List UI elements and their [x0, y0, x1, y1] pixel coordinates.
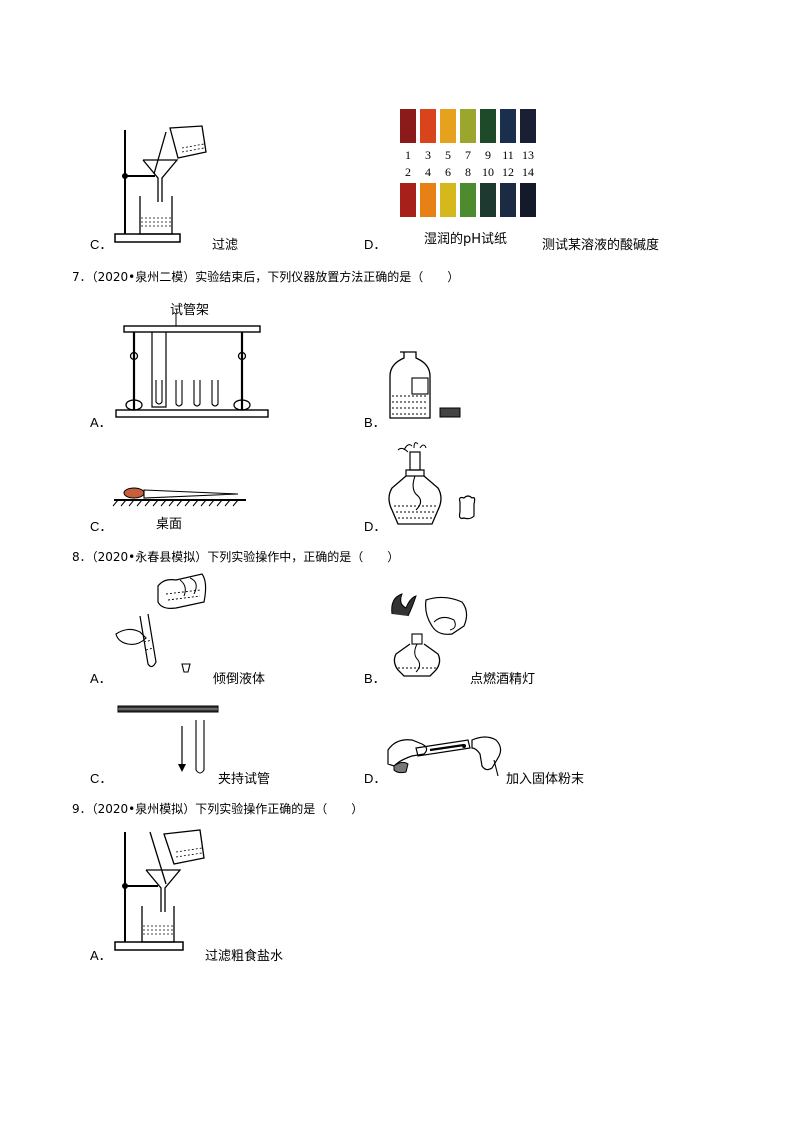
ph-number: 6: [445, 165, 451, 179]
caption-pour-liquid: 倾倒液体: [213, 672, 266, 687]
ph-number: 2: [405, 165, 411, 179]
ph-swatch-13: [520, 109, 536, 143]
option-label-a: A．: [90, 948, 112, 963]
ph-number: 11: [502, 148, 514, 162]
ph-swatch-7: [460, 109, 476, 143]
ph-number: 10: [482, 165, 494, 179]
lighting-alcohol-lamp-image: [391, 593, 468, 677]
caption-filtration: 过滤: [212, 238, 239, 253]
option-label-d: D．: [364, 519, 387, 534]
question-7-stem: 7．（2020•泉州二模）实验结束后，下列仪器放置方法正确的是（ ）: [72, 270, 460, 284]
option-label-b: B．: [364, 415, 386, 430]
caption-light-lamp: 点燃酒精灯: [470, 672, 536, 687]
ph-swatch-1: [400, 109, 416, 143]
ph-swatch-5: [440, 109, 456, 143]
test-tube-rack-image: [115, 314, 269, 418]
ph-number: 8: [465, 165, 471, 179]
caption-wet-ph-paper: 湿润的pH试纸: [424, 232, 508, 247]
option-label-b: B．: [364, 671, 386, 686]
ph-swatch-10: [480, 183, 496, 217]
ph-swatch-2: [400, 183, 416, 217]
ph-number: 13: [522, 148, 534, 162]
label-test-tube-rack: 试管架: [170, 303, 210, 318]
ph-swatch-8: [460, 183, 476, 217]
ph-swatch-12: [500, 183, 516, 217]
caption-add-solid-powder: 加入固体粉末: [506, 772, 585, 787]
reagent-bottle-image: [389, 351, 461, 419]
caption-filter-salt-water: 过滤粗食盐水: [205, 949, 284, 964]
option-label-c: C．: [90, 771, 113, 786]
holding-test-tube-image: [117, 705, 219, 774]
ph-number: 14: [522, 165, 534, 179]
option-label-c: C．: [90, 237, 113, 252]
ph-number: 1: [405, 148, 411, 162]
ph-swatch-4: [420, 183, 436, 217]
ph-number: 4: [425, 165, 431, 179]
ph-swatch-9: [480, 109, 496, 143]
ph-number: 12: [502, 165, 514, 179]
alcohol-lamp-image: [388, 442, 476, 525]
caption-hold-test-tube: 夹持试管: [218, 772, 271, 787]
ph-number: 9: [485, 148, 491, 162]
ph-swatch-11: [500, 109, 516, 143]
dropper-on-table-image: [112, 487, 246, 507]
option-label-c: C．: [90, 519, 113, 534]
ph-number: 3: [425, 148, 431, 162]
caption-test-acidity: 测试某溶液的酸碱度: [542, 238, 660, 253]
option-label-d: D．: [364, 771, 387, 786]
option-label-a: A．: [90, 671, 112, 686]
question-9-stem: 9．（2020•泉州模拟）下列实验操作正确的是（ ）: [72, 802, 364, 816]
ph-number: 5: [445, 148, 451, 162]
ph-swatch-6: [440, 183, 456, 217]
filtration-salt-water-image: [114, 829, 205, 951]
question-8-stem: 8．（2020•永春县模拟）下列实验操作中，正确的是（ ）: [72, 550, 400, 564]
adding-solid-powder-image: [387, 736, 502, 777]
ph-swatch-14: [520, 183, 536, 217]
option-label-d: D．: [364, 237, 387, 252]
option-label-a: A．: [90, 415, 112, 430]
ph-number: 7: [465, 148, 471, 162]
pouring-liquid-image: [115, 573, 207, 673]
caption-table-surface: 桌面: [156, 517, 183, 532]
filtration-apparatus-image: [114, 125, 207, 243]
ph-swatch-3: [420, 109, 436, 143]
